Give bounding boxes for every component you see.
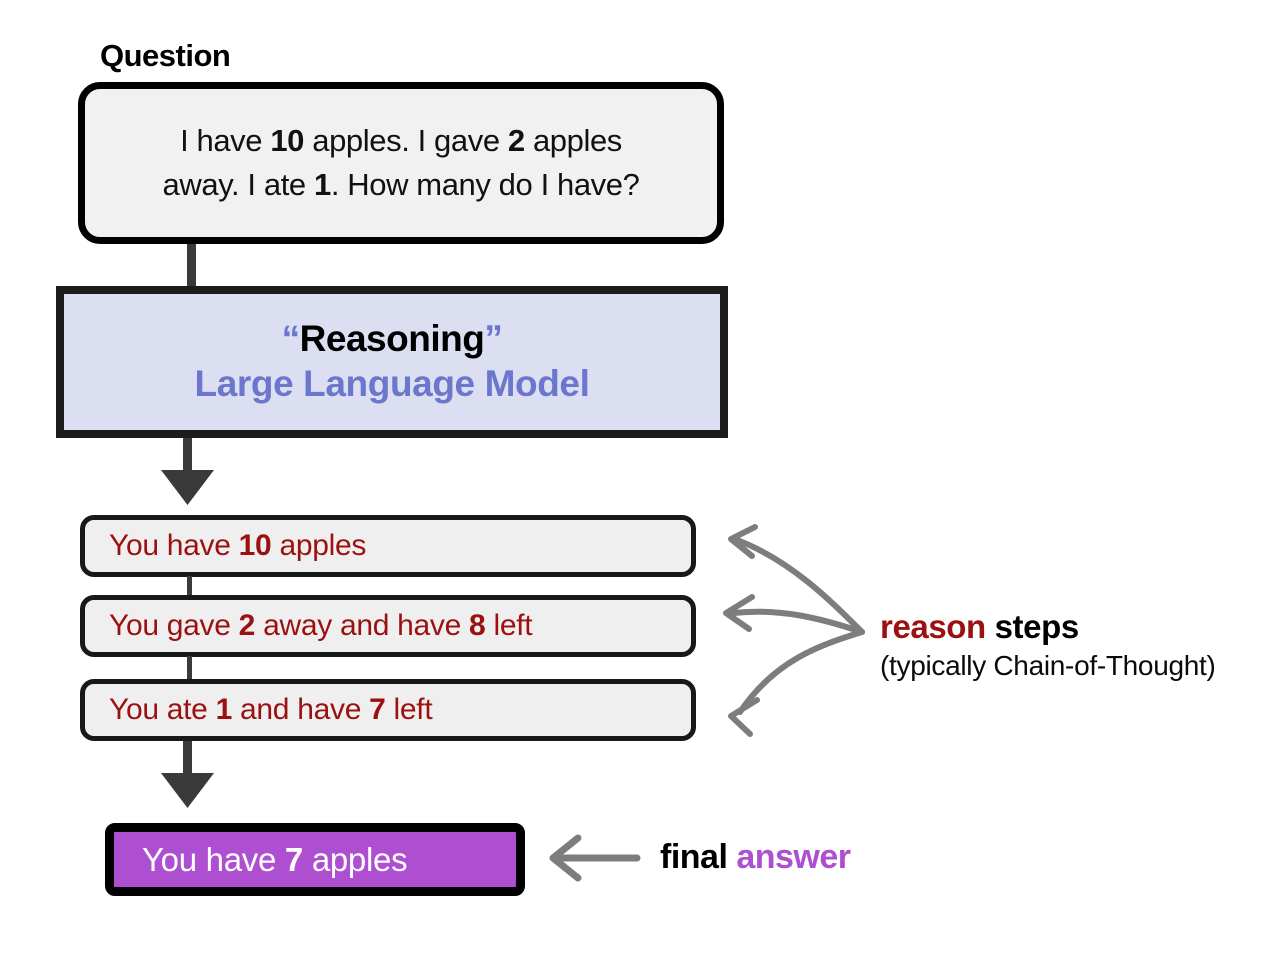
curved-arrow-to-step-1: [728, 524, 865, 635]
reason-step-box: You ate 1 and have 7 left: [80, 679, 696, 741]
step0-post: apples: [271, 529, 367, 562]
arrow-final-answer: [549, 834, 641, 882]
final-number-7: 7: [284, 840, 303, 878]
final-answer-box: You have 7 apples: [105, 823, 525, 896]
question-line2-post: . How many do I have?: [330, 167, 640, 202]
question-line1-mid: apples. I gave: [304, 122, 508, 158]
final-word: final: [660, 838, 737, 876]
model-box-reasoning-word: Reasoning: [299, 317, 485, 359]
step0-pre: You have: [109, 529, 239, 562]
step1-number-8: 8: [469, 609, 486, 642]
reason-steps-title: reason steps: [880, 608, 1250, 646]
question-text: I have 10 apples. I gave 2 apples away. I…: [133, 119, 670, 207]
steps-word: steps: [985, 608, 1080, 645]
final-pre: You have: [142, 840, 285, 878]
reason-word: reason: [880, 608, 986, 645]
question-label: Question: [100, 38, 231, 73]
arrow-model-to-steps: [161, 438, 214, 505]
connector-question-to-model: [187, 244, 196, 288]
quote-open: “: [281, 317, 301, 359]
step1-number-2: 2: [238, 609, 256, 642]
step1-mid: away and have: [255, 609, 470, 642]
question-line1-post: apples: [524, 122, 622, 158]
reason-step-box: You have 10 apples: [80, 515, 696, 577]
question-number-2: 2: [507, 122, 525, 158]
question-number-10: 10: [270, 122, 305, 158]
reason-steps-subtitle: (typically Chain-of-Thought): [880, 650, 1216, 681]
step1-pre: You gave: [109, 609, 239, 642]
question-box: I have 10 apples. I gave 2 apples away. I…: [78, 82, 724, 244]
step2-mid: and have: [232, 693, 370, 726]
arrow-steps-to-final: [161, 741, 214, 808]
step2-number-7: 7: [369, 693, 386, 726]
reasoning-model-box: “Reasoning” Large Language Model: [56, 286, 728, 438]
step2-pre: You ate: [109, 693, 216, 726]
final-answer-annotation: final answer: [660, 838, 851, 877]
reason-step-text: You gave 2 away and have 8 left: [85, 609, 533, 643]
step2-post: left: [385, 693, 433, 726]
quote-close: ”: [484, 317, 503, 359]
step2-number-1: 1: [215, 693, 233, 726]
final-post: apples: [302, 840, 408, 878]
final-answer-text: You have 7 apples: [114, 840, 408, 879]
question-line2-pre: away. I ate: [162, 167, 314, 202]
curved-arrow-to-step-3: [728, 629, 865, 737]
reason-step-box: You gave 2 away and have 8 left: [80, 595, 696, 657]
answer-word: answer: [736, 838, 851, 876]
model-box-subtitle: Large Language Model: [194, 363, 590, 405]
model-box-title: “Reasoning”: [282, 318, 503, 361]
reason-step-text: You have 10 apples: [85, 529, 366, 563]
reason-step-text: You ate 1 and have 7 left: [85, 693, 433, 727]
question-line1-pre: I have: [180, 122, 271, 158]
step1-post: left: [485, 609, 533, 642]
connector-step0-step1: [187, 576, 192, 596]
reason-steps-annotation: reason steps (typically Chain-of-Thought…: [880, 608, 1250, 682]
curved-arrow-to-step-2: [723, 594, 865, 635]
step0-number-10: 10: [238, 529, 272, 562]
connector-step1-step2: [187, 656, 192, 680]
question-number-1: 1: [313, 167, 331, 202]
